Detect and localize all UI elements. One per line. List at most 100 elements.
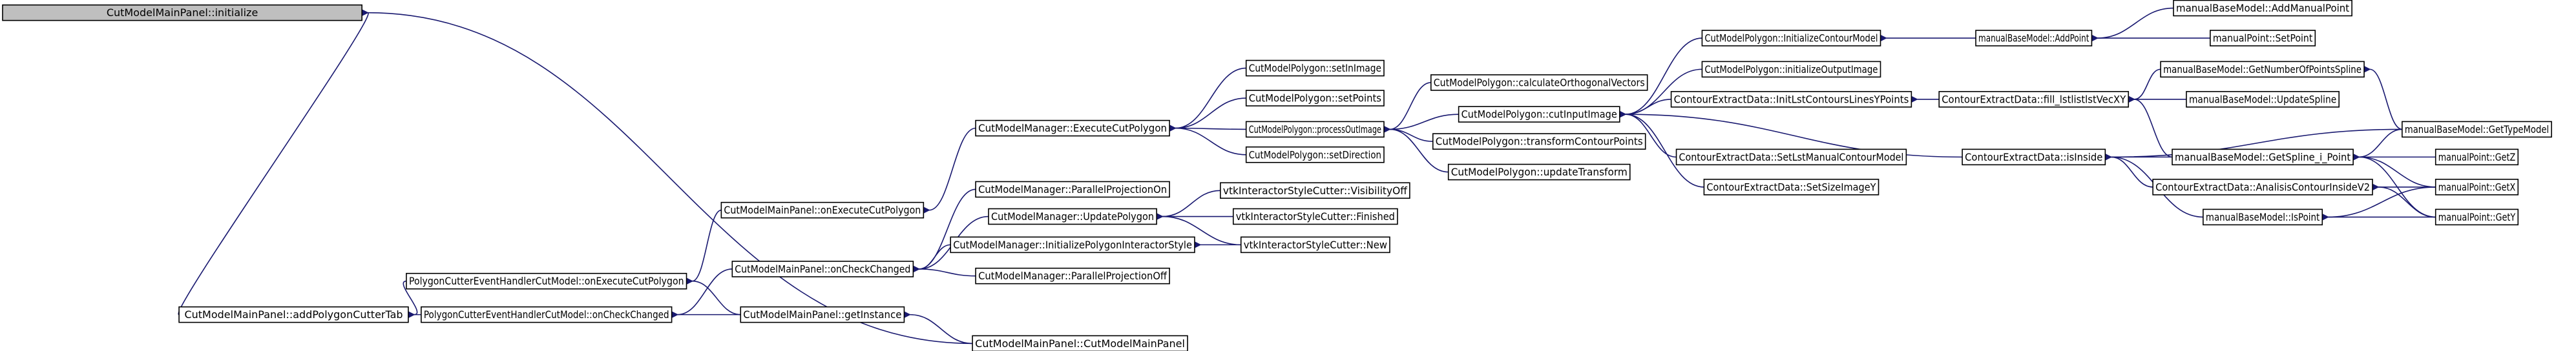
node-box [1938, 91, 2130, 108]
node-label: manualPoint::SetPoint [2213, 32, 2312, 45]
node-box [2203, 208, 2323, 226]
node-manualbasemodel-getnumberofpointsspline[interactable]: manualBaseModel::GetNumberOfPointsSpline [2160, 61, 2365, 78]
node-contourextractdata-analisiscontourinsidev2[interactable]: ContourExtractData::AnalisisContourInsid… [2152, 179, 2373, 196]
node-manualpoint-getx[interactable]: manualPoint::GetX [2435, 179, 2519, 196]
node-cutmodelmanager-executecutpolygon[interactable]: CutModelManager::ExecuteCutPolygon [975, 119, 1170, 137]
node-label: CutModelManager::UpdatePolygon [991, 210, 1154, 223]
node-label: CutModelMainPanel::getInstance [743, 308, 901, 321]
node-manualbasemodel-ispoint[interactable]: manualBaseModel::IsPoint [2203, 208, 2323, 226]
edge-cutmodelmanager-updatepolygon-to-vtkinteractorstylecutter-new [1154, 212, 1241, 246]
node-box [421, 306, 673, 323]
edge-cutmodelmainpanel-oncheckchanged-to-cutmodelmanager-parallelprojectionon [910, 188, 976, 274]
node-contourextractdata-setsizeimagey[interactable]: ContourExtractData::SetSizeImageY [1703, 179, 1880, 196]
node-cutmodelmanager-parallelprojectionoff[interactable]: CutModelManager::ParallelProjectionOff [975, 267, 1170, 285]
node-label: manualBaseModel::UpdateSpline [2189, 93, 2336, 105]
node-manualpoint-gety[interactable]: manualPoint::GetY [2435, 208, 2519, 226]
node-cutmodelmanager-updatepolygon[interactable]: CutModelManager::UpdatePolygon [988, 208, 1157, 225]
edge-polygoncuttereventhandlercutmodel-onexecutecutpolygon-to-cutmodelmainpanel-getinstance [684, 276, 741, 316]
node-label: vtkInteractorStyleCutter::New [1244, 239, 1387, 251]
node-cutmodelpolygon-setdirection[interactable]: CutModelPolygon::setDirection [1245, 146, 1385, 163]
node-label: manualPoint::GetY [2438, 211, 2516, 223]
node-label: ContourExtractData::AnalisisContourInsid… [2155, 181, 2370, 193]
node-label: vtkInteractorStyleCutter::Finished [1236, 210, 1395, 223]
node-contourextractdata-initlstcontourslinesypoints[interactable]: ContourExtractData::InitLstContoursLines… [1670, 91, 1912, 108]
node-box [1232, 208, 1398, 225]
node-cutmodelpolygon-processoutimage[interactable]: CutModelPolygon::processOutImage [1245, 121, 1385, 138]
node-manualbasemodel-updatespline[interactable]: manualBaseModel::UpdateSpline [2186, 91, 2340, 108]
node-label: CutModelMainPanel::onCheckChanged [735, 263, 910, 275]
node-cutmodelpolygon-initializecontourmodel[interactable]: CutModelPolygon::InitializeContourModel [1701, 30, 1881, 46]
node-box [1245, 90, 1385, 106]
node-cutmodelmanager-parallelprojectionon[interactable]: CutModelManager::ParallelProjectionOn [975, 181, 1170, 198]
edge-cutmodelpolygon-cutinputimage-to-contourextractdata-setsizeimagey [1617, 109, 1704, 188]
node-vtkinteractorstylecutter-finished[interactable]: vtkInteractorStyleCutter::Finished [1232, 208, 1398, 225]
node-label: vtkInteractorStyleCutter::VisibilityOff [1223, 185, 1408, 197]
node-cutmodelmanager-initializepolygoninteractorstyle[interactable]: CutModelManager::InitializePolygonIntera… [950, 236, 1195, 254]
node-cutmodelpolygon-transformcontourpoints[interactable]: CutModelPolygon::transformContourPoints [1432, 133, 1646, 150]
node-label: manualBaseModel::AddPoint [1978, 32, 2089, 45]
node-contourextractdata-setlstmanualcontourmodel[interactable]: ContourExtractData::SetLstManualContourM… [1675, 148, 1907, 166]
edge-cutmodelmanager-executecutpolygon-to-cutmodelpolygon-setdirection [1167, 123, 1246, 155]
node-box [975, 267, 1170, 285]
node-box [1962, 148, 2106, 166]
node-label: ContourExtractData::SetLstManualContourM… [1679, 151, 1904, 163]
node-cutmodelmainpanel-addpolygoncuttertab[interactable]: CutModelMainPanel::addPolygonCutterTab [178, 306, 409, 323]
node-label: ContourExtractData::fill_lstlistlstVecXY [1942, 93, 2126, 106]
edge-manualbasemodel-getnumberofpointsspline-to-manualbasemodel-gettypemodel [2361, 65, 2403, 130]
edge-layer [178, 7, 2436, 345]
node-cutmodelpolygon-cutinputimage[interactable]: CutModelPolygon::cutInputImage [1458, 106, 1620, 123]
node-label: ContourExtractData::SetSizeImageY [1706, 181, 1876, 193]
node-cutmodelpolygon-calculateorthogonalvectors[interactable]: CutModelPolygon::calculateOrthogonalVect… [1430, 74, 1648, 91]
node-cutmodelpolygon-initializeoutputimage[interactable]: CutModelPolygon::initializeOutputImage [1701, 61, 1881, 78]
node-vtkinteractorstylecutter-new[interactable]: vtkInteractorStyleCutter::New [1240, 236, 1390, 254]
node-box [2173, 0, 2352, 17]
node-box [1447, 163, 1631, 181]
node-box [406, 272, 687, 290]
node-label: manualBaseModel::GetTypeModel [2405, 123, 2549, 135]
node-label: CutModelMainPanel::CutModelMainPanel [975, 337, 1185, 350]
node-cutmodelmainpanel-getinstance[interactable]: CutModelMainPanel::getInstance [740, 306, 905, 323]
node-polygoncuttereventhandlercutmodel-onexecutecutpolygon[interactable]: PolygonCutterEventHandlerCutModel::onExe… [406, 272, 687, 290]
node-box [1220, 182, 1410, 199]
node-cutmodelpolygon-setpoints[interactable]: CutModelPolygon::setPoints [1245, 90, 1385, 106]
node-manualbasemodel-addmanualpoint[interactable]: manualBaseModel::AddManualPoint [2173, 0, 2352, 17]
edge-cutmodelmanager-executecutpolygon-to-cutmodelpolygon-setpoints [1167, 97, 1246, 133]
node-cutmodelmainpanel-initialize[interactable]: CutModelMainPanel::initialize [2, 4, 362, 21]
node-manualbasemodel-gettypemodel[interactable]: manualBaseModel::GetTypeModel [2402, 121, 2552, 138]
node-box [2435, 148, 2519, 166]
node-polygoncuttereventhandlercutmodel-oncheckchanged[interactable]: PolygonCutterEventHandlerCutModel::onChe… [421, 306, 673, 323]
edge-cutmodelmanager-executecutpolygon-to-cutmodelpolygon-processoutimage [1167, 123, 1246, 133]
node-manualbasemodel-addpoint[interactable]: manualBaseModel::AddPoint [1975, 30, 2093, 46]
node-manualpoint-getz[interactable]: manualPoint::GetZ [2435, 148, 2519, 166]
edge-manualbasemodel-getspline-i-point-to-manualbasemodel-gettypemodel [2351, 128, 2402, 162]
node-box [2435, 208, 2519, 226]
node-label: CutModelManager::ParallelProjectionOn [978, 183, 1167, 196]
node-cutmodelpolygon-updatetransform[interactable]: CutModelPolygon::updateTransform [1447, 163, 1631, 181]
node-label: PolygonCutterEventHandlerCutModel::onChe… [424, 308, 669, 321]
node-label: CutModelPolygon::InitializeContourModel [1704, 32, 1878, 45]
node-label: manualPoint::GetX [2438, 181, 2516, 193]
node-contourextractdata-isinside[interactable]: ContourExtractData::isInside [1962, 148, 2106, 166]
node-box [2172, 148, 2354, 166]
node-contourextractdata-fill-lstlistlstvecxy[interactable]: ContourExtractData::fill_lstlistlstVecXY [1938, 91, 2130, 108]
node-box [1240, 236, 1390, 254]
node-label: CutModelPolygon::setDirection [1249, 148, 1381, 161]
edge-contourextractdata-analisiscontourinsidev2-to-manualpoint-gety [2370, 182, 2436, 218]
node-box [2, 4, 362, 21]
node-manualbasemodel-getspline-i-point[interactable]: manualBaseModel::GetSpline_i_Point [2172, 148, 2354, 166]
node-label: manualBaseModel::GetNumberOfPointsSpline [2163, 63, 2361, 75]
node-cutmodelmainpanel-cutmodelmainpanel[interactable]: CutModelMainPanel::CutModelMainPanel [972, 335, 1188, 351]
node-vtkinteractorstylecutter-visibilityoff[interactable]: vtkInteractorStyleCutter::VisibilityOff [1220, 182, 1410, 199]
node-label: CutModelPolygon::updateTransform [1451, 166, 1628, 178]
node-box [1701, 61, 1881, 78]
node-box [1432, 133, 1646, 150]
node-label: CutModelMainPanel::addPolygonCutterTab [184, 308, 403, 321]
node-cutmodelmainpanel-onexecutecutpolygon[interactable]: CutModelMainPanel::onExecuteCutPolygon [720, 201, 925, 219]
node-box [988, 208, 1157, 225]
node-manualpoint-setpoint[interactable]: manualPoint::SetPoint [2210, 30, 2316, 46]
node-cutmodelmainpanel-oncheckchanged[interactable]: CutModelMainPanel::onCheckChanged [731, 261, 914, 277]
node-box [1245, 121, 1385, 138]
node-cutmodelpolygon-setinimage[interactable]: CutModelPolygon::setInImage [1245, 59, 1385, 77]
node-box [2160, 61, 2365, 78]
edge-cutmodelpolygon-processoutimage-to-cutmodelpolygon-calculateorthogonalvectors [1381, 82, 1431, 134]
